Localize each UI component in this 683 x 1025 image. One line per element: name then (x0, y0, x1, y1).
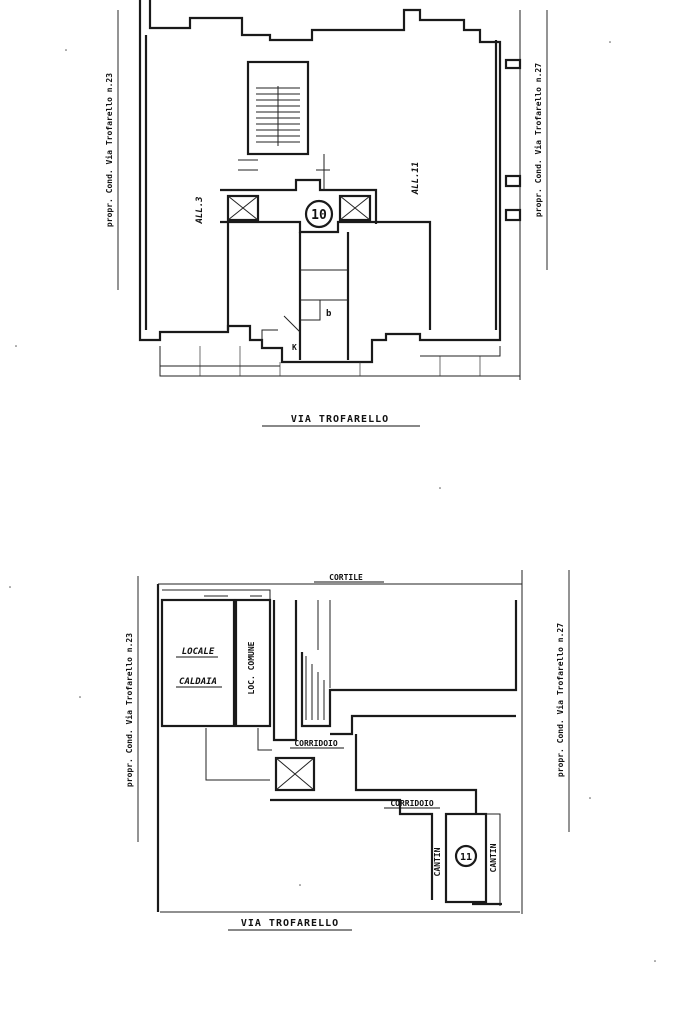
upper-right-notch-2 (504, 174, 522, 188)
upper-sidewalk (159, 346, 520, 377)
cellar-right-edge (486, 813, 501, 906)
lower-right-neighbor-label: propr. Cond. Via Trofarello n.27 (555, 623, 565, 777)
upper-right-notch-1 (504, 58, 522, 70)
upper-door-swings (261, 315, 301, 348)
upper-stair-enclosure (246, 60, 310, 156)
cellar-right-label: CANTIN (489, 843, 498, 872)
lower-floor-plan: CORTILE LOCALE CALDAIA LOC. COMUNE CORRI… (124, 570, 570, 931)
upper-door-markers (238, 154, 330, 190)
lower-corridor-2-wall (270, 798, 434, 900)
lower-corridor-2-label: CORRIDOIO (390, 799, 434, 808)
lower-unit-circle (454, 844, 478, 868)
common-room (234, 598, 272, 728)
cellar-left-label: CANTIN (433, 847, 442, 876)
upper-stair-treads (256, 86, 300, 146)
upper-apartment-divider (220, 220, 432, 330)
upper-corridor-walls (298, 232, 350, 360)
upper-unit-circle (304, 199, 334, 229)
lower-corridor-1-label: CORRIDOIO (294, 739, 338, 748)
lower-stair-rails (317, 600, 331, 688)
lower-shaft (274, 756, 316, 792)
lower-stair-lines (305, 656, 325, 720)
boiler-room-label-1: LOCALE (182, 647, 215, 657)
upper-shaft-right-cross (339, 195, 371, 221)
upper-right-neighbor-label: propr. Cond. Via Trofarello n.27 (533, 63, 543, 217)
upper-right-notch-3 (504, 208, 522, 222)
upper-floor-plan: 10 ALL.3 ALL.11 K b propr. Cond. Via Tro… (104, 0, 548, 427)
upper-street-label: VIA TROFARELLO (291, 414, 389, 425)
upper-mark-b: b (326, 309, 332, 319)
upper-shaft-right (338, 194, 372, 222)
scan-specks (9, 41, 656, 962)
boiler-room-label-2: CALDAIA (179, 677, 217, 687)
upper-room-left-label: ALL.3 (195, 196, 205, 224)
upper-mark-k: K (292, 343, 297, 352)
lower-stair-block (300, 600, 518, 728)
upper-left-neighbor-label: propr. Cond. Via Trofarello n.23 (104, 73, 114, 227)
lower-corridor-upper-wall (330, 714, 516, 736)
lower-street-label: VIA TROFARELLO (241, 918, 339, 929)
upper-small-room (300, 300, 321, 321)
lower-central-corridor (272, 600, 298, 742)
upper-landing-wall (220, 178, 378, 224)
lower-top-rooms-edge (162, 589, 271, 600)
lower-corridor-lower-wall (354, 734, 478, 814)
upper-shaft-left (226, 194, 260, 222)
boiler-room (160, 598, 236, 728)
cellar-block (444, 812, 488, 904)
upper-sidewalk-ticks (199, 346, 481, 376)
upper-unit-number: 10 (311, 208, 327, 223)
upper-room-right-label: ALL.11 (411, 162, 421, 196)
lower-stair-outline (205, 728, 272, 781)
common-room-label: LOC. COMUNE (247, 641, 256, 694)
lower-shaft-cross (275, 757, 315, 791)
lower-unit-number: 11 (460, 852, 472, 863)
lower-left-neighbor-label: propr. Cond. Via Trofarello n.23 (124, 633, 134, 787)
upper-outer-wall (138, 0, 502, 364)
upper-shaft-left-cross (227, 195, 259, 221)
upper-corridor-cuts (300, 269, 348, 301)
lower-courtyard-label: CORTILE (329, 573, 363, 582)
